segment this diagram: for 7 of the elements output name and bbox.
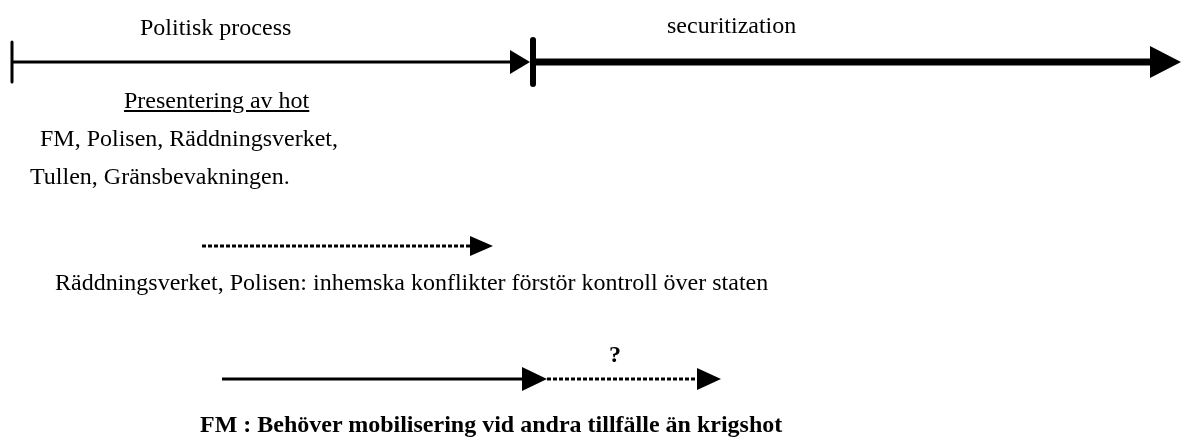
- actor-list: FM, Polisen, Räddningsverket, Tullen, Gränsbevakningen.: [30, 119, 410, 195]
- phase-label: Politisk process: [140, 13, 292, 42]
- question-mark: ?: [609, 340, 621, 369]
- note-text: Räddningsverket, Polisen: inhemska konflikter förstör kontroll över staten: [55, 268, 769, 297]
- phase-label: securitization: [667, 11, 797, 40]
- note-text: FM : Behöver mobilisering vid andra tillfälle än krigshot: [200, 410, 783, 439]
- heading-text: Presentering av hot: [124, 86, 310, 115]
